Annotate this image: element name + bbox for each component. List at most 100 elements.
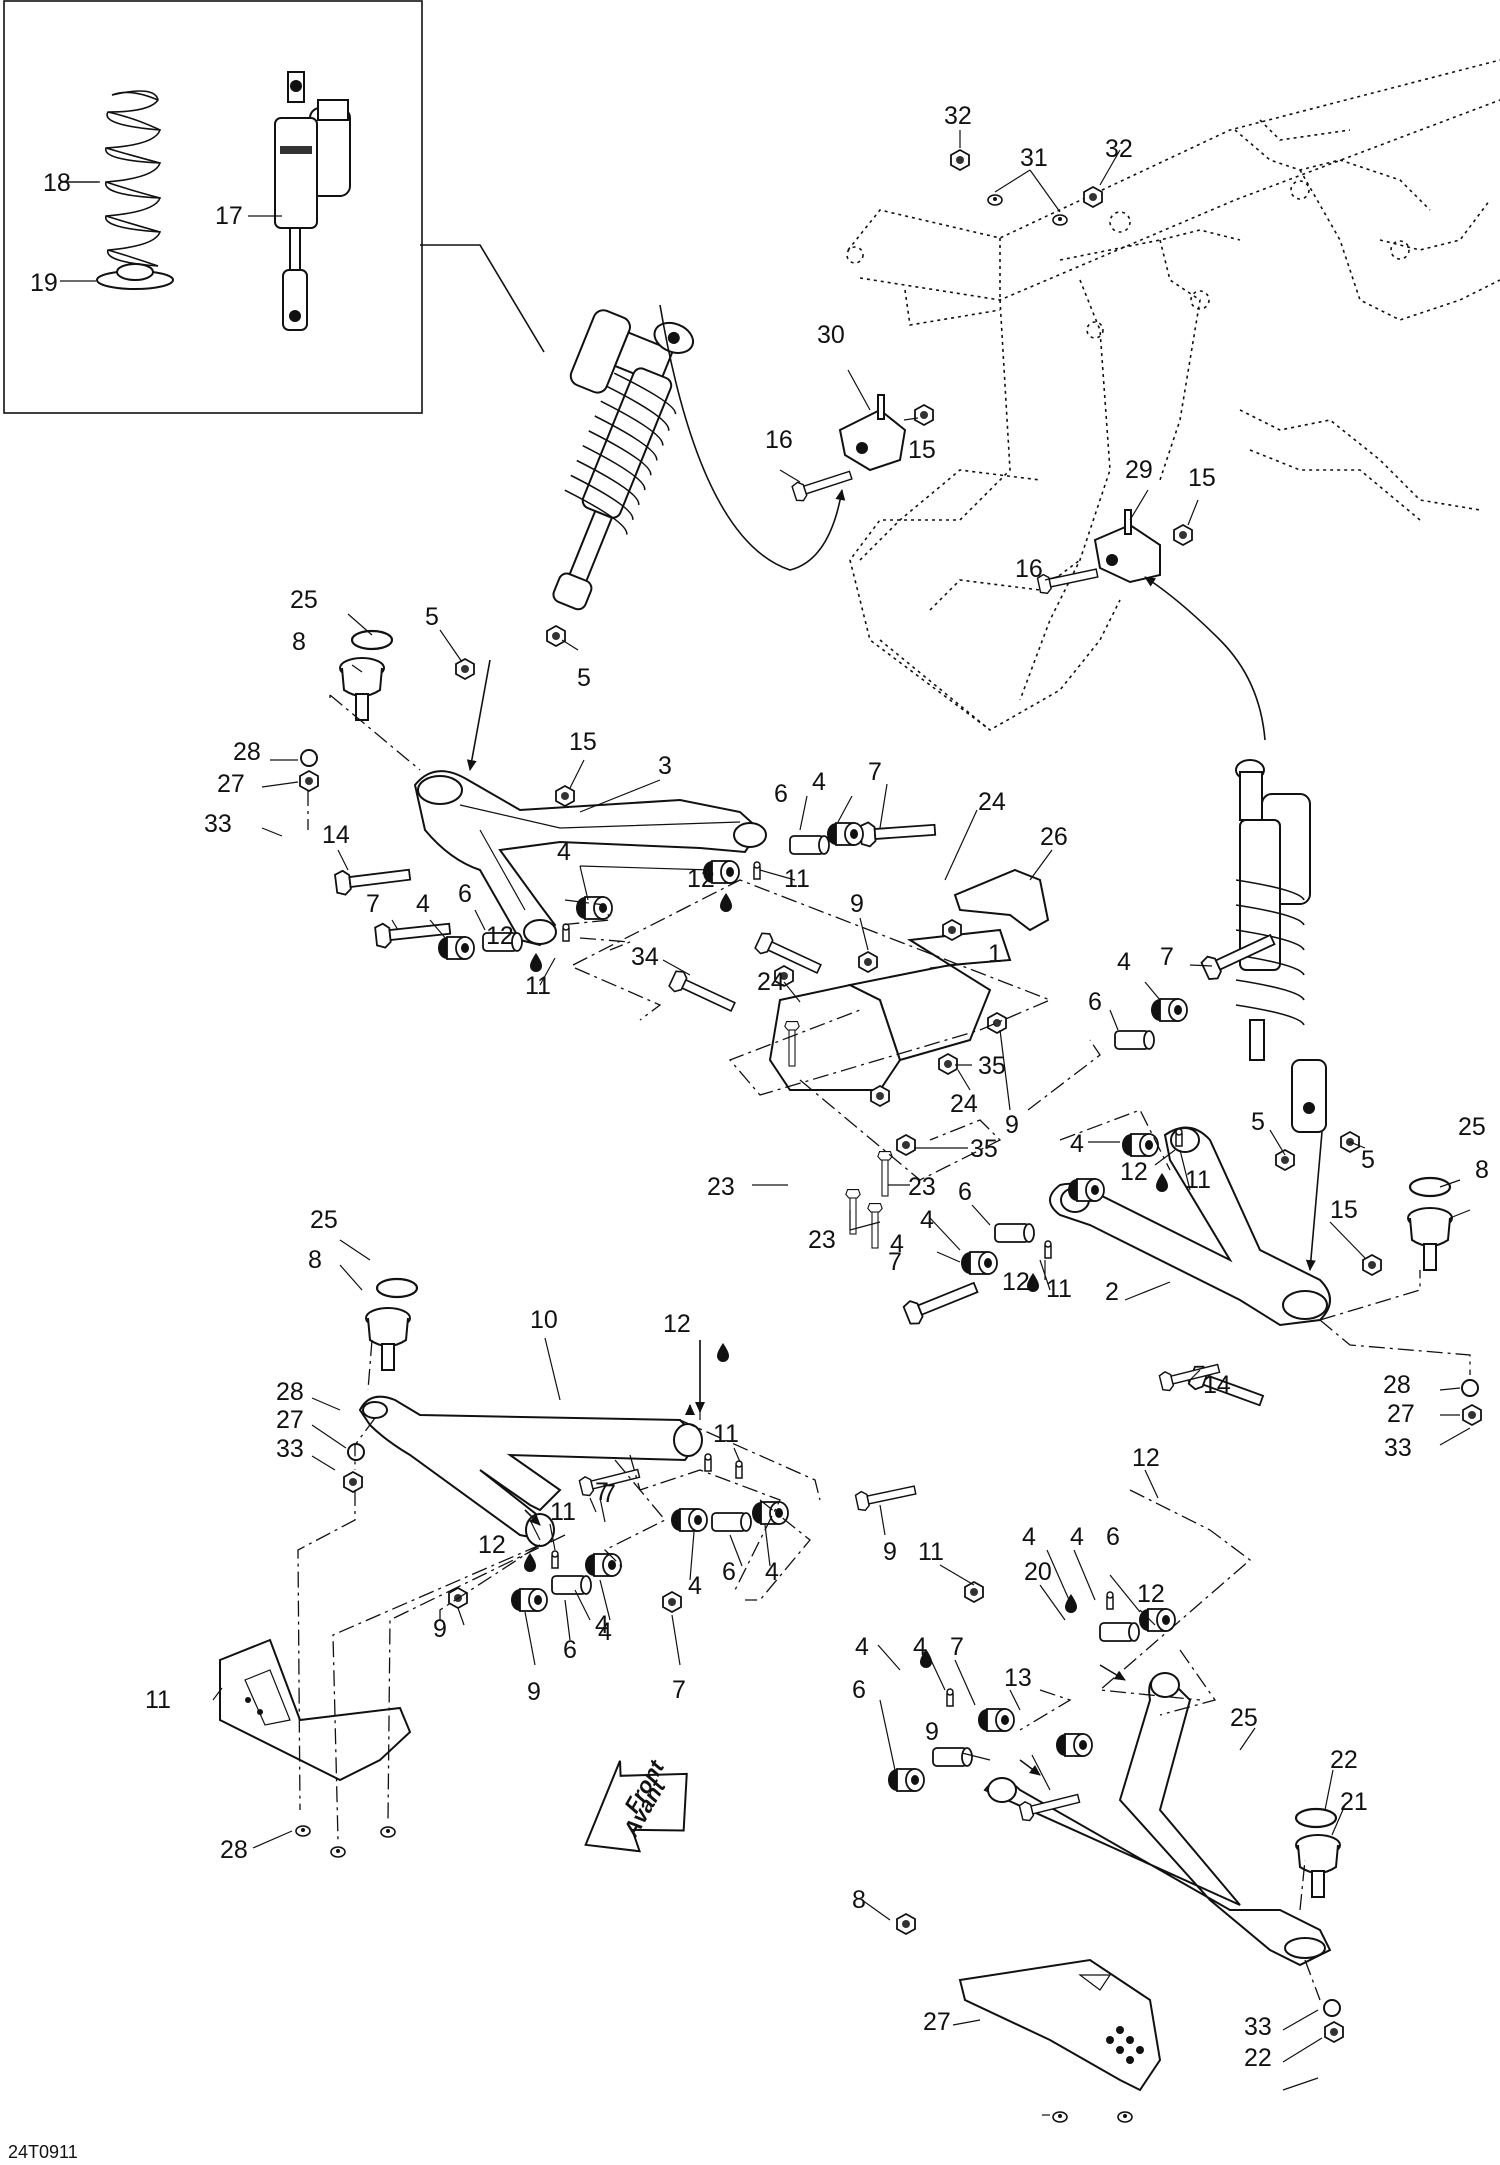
part-callout: 9 <box>527 1678 541 1706</box>
part-callout: 13 <box>1004 1664 1032 1692</box>
part-callout: 22 <box>1244 2044 1272 2072</box>
part-callout: 9 <box>1005 1111 1019 1139</box>
drawing-code: 24T0911 <box>8 2142 78 2162</box>
part-callout: 11 <box>1046 1275 1072 1303</box>
part-callout: 23 <box>808 1226 836 1254</box>
part-callout: 4 <box>765 1558 779 1586</box>
part-callout: 22 <box>1330 1746 1358 1774</box>
part-callout: 2 <box>1105 1278 1119 1306</box>
part-callout: 4 <box>595 1611 609 1639</box>
leader-lines <box>62 130 1471 2116</box>
part-callout: 5 <box>1361 1146 1375 1174</box>
callout-labels: 18 17 19 32 31 32 30 16 15 29 15 16 25 8… <box>30 102 1489 2072</box>
part-callout: 30 <box>817 321 845 349</box>
part-callout: 12 <box>478 1531 506 1559</box>
part-callout: 19 <box>30 269 58 297</box>
part-callout: 27 <box>276 1406 304 1434</box>
part-callout: 12 <box>1002 1268 1030 1296</box>
part-callout: 28 <box>1383 1371 1411 1399</box>
part-callout: 7 <box>888 1248 902 1276</box>
part-callout: 11 <box>550 1498 576 1526</box>
part-callout: 11 <box>713 1420 739 1448</box>
part-callout: 33 <box>1384 1434 1412 1462</box>
part-callout: 12 <box>486 922 514 950</box>
part-callout: 16 <box>1015 555 1043 583</box>
part-callout: 8 <box>852 1886 866 1914</box>
skid-plate-20-drawing <box>219 1638 412 1782</box>
part-callout: 4 <box>598 1618 612 1646</box>
part-callout: 14 <box>322 821 350 849</box>
part-callout: 4 <box>812 768 826 796</box>
part-callout: 4 <box>416 890 430 918</box>
shock-detail-inset <box>3 0 423 414</box>
part-callout: 31 <box>1020 144 1048 172</box>
part-callout: 20 <box>1024 1558 1052 1586</box>
part-callout: 15 <box>1330 1196 1358 1224</box>
part-callout: 21 <box>1340 1788 1368 1816</box>
part-callout: 15 <box>908 436 936 464</box>
part-callout: 12 <box>1132 1444 1160 1472</box>
bracket-1-drawing <box>768 928 1012 1091</box>
frame-drawing <box>846 59 1500 731</box>
part-callout: 7 <box>950 1633 964 1661</box>
part-callout: 33 <box>204 810 232 838</box>
part-callout: 6 <box>958 1178 972 1206</box>
part-callout: 7 <box>1160 943 1174 971</box>
part-callout: 7 <box>366 890 380 918</box>
part-callout: 8 <box>1475 1156 1489 1184</box>
part-callout: 12 <box>1137 1580 1165 1608</box>
part-callout: 16 <box>765 426 793 454</box>
part-callout: 4 <box>1070 1523 1084 1551</box>
part-callout: 7 <box>672 1676 686 1704</box>
part-callout: 9 <box>850 890 864 918</box>
part-callout: 27 <box>1387 1400 1415 1428</box>
part-callout: 14 <box>1203 1371 1231 1399</box>
part-callout: 28 <box>276 1378 304 1406</box>
part-callout: 4 <box>688 1572 702 1600</box>
part-callout: 33 <box>276 1435 304 1463</box>
spring-seat-drawing <box>96 263 174 290</box>
part-callout: 26 <box>1040 823 1068 851</box>
part-callout: 7 <box>868 758 882 786</box>
part-callout: 11 <box>525 972 551 1000</box>
part-callout: 11 <box>1185 1166 1211 1194</box>
bracket-29-drawing <box>1093 509 1161 584</box>
part-callout: 35 <box>978 1052 1006 1080</box>
part-callout: 7 <box>595 1478 609 1506</box>
part-callout: 8 <box>308 1246 322 1274</box>
a-arm-13-drawing <box>983 1672 1332 1967</box>
part-callout: 27 <box>217 770 245 798</box>
part-callout: 24 <box>978 788 1006 816</box>
part-callout: 24 <box>757 968 785 996</box>
part-callout: 5 <box>577 664 591 692</box>
part-callout: 7 <box>602 1480 616 1508</box>
part-callout: 12 <box>687 865 715 893</box>
part-callout: 23 <box>908 1173 936 1201</box>
part-callout: 6 <box>458 880 472 908</box>
part-callout: 4 <box>1070 1130 1084 1158</box>
small-arrows <box>524 1340 1126 1776</box>
part-callout: 6 <box>722 1558 736 1586</box>
part-callout: 25 <box>1458 1113 1486 1141</box>
part-callout: 9 <box>433 1615 447 1643</box>
part-callout: 4 <box>855 1633 869 1661</box>
part-callout: 28 <box>220 1836 248 1864</box>
upper-a-arm-3-drawing <box>413 770 767 947</box>
part-callout: 4 <box>1022 1523 1036 1551</box>
part-callout: 9 <box>925 1718 939 1746</box>
part-callout: 32 <box>1105 135 1133 163</box>
part-callout: 6 <box>852 1676 866 1704</box>
part-callout: 15 <box>1188 464 1216 492</box>
part-callout: 1 <box>988 940 1002 968</box>
skid-plate-21-drawing <box>958 1958 1162 2092</box>
part-callout: 32 <box>944 102 972 130</box>
part-callout: 3 <box>658 752 672 780</box>
part-callout: 12 <box>1120 1158 1148 1186</box>
right-shock-drawing <box>1235 759 1327 1133</box>
part-callout: 6 <box>563 1636 577 1664</box>
part-callout: 4 <box>557 838 571 866</box>
part-callout: 6 <box>1106 1523 1120 1551</box>
part-callout: 4 <box>913 1633 927 1661</box>
part-callout: 25 <box>290 586 318 614</box>
